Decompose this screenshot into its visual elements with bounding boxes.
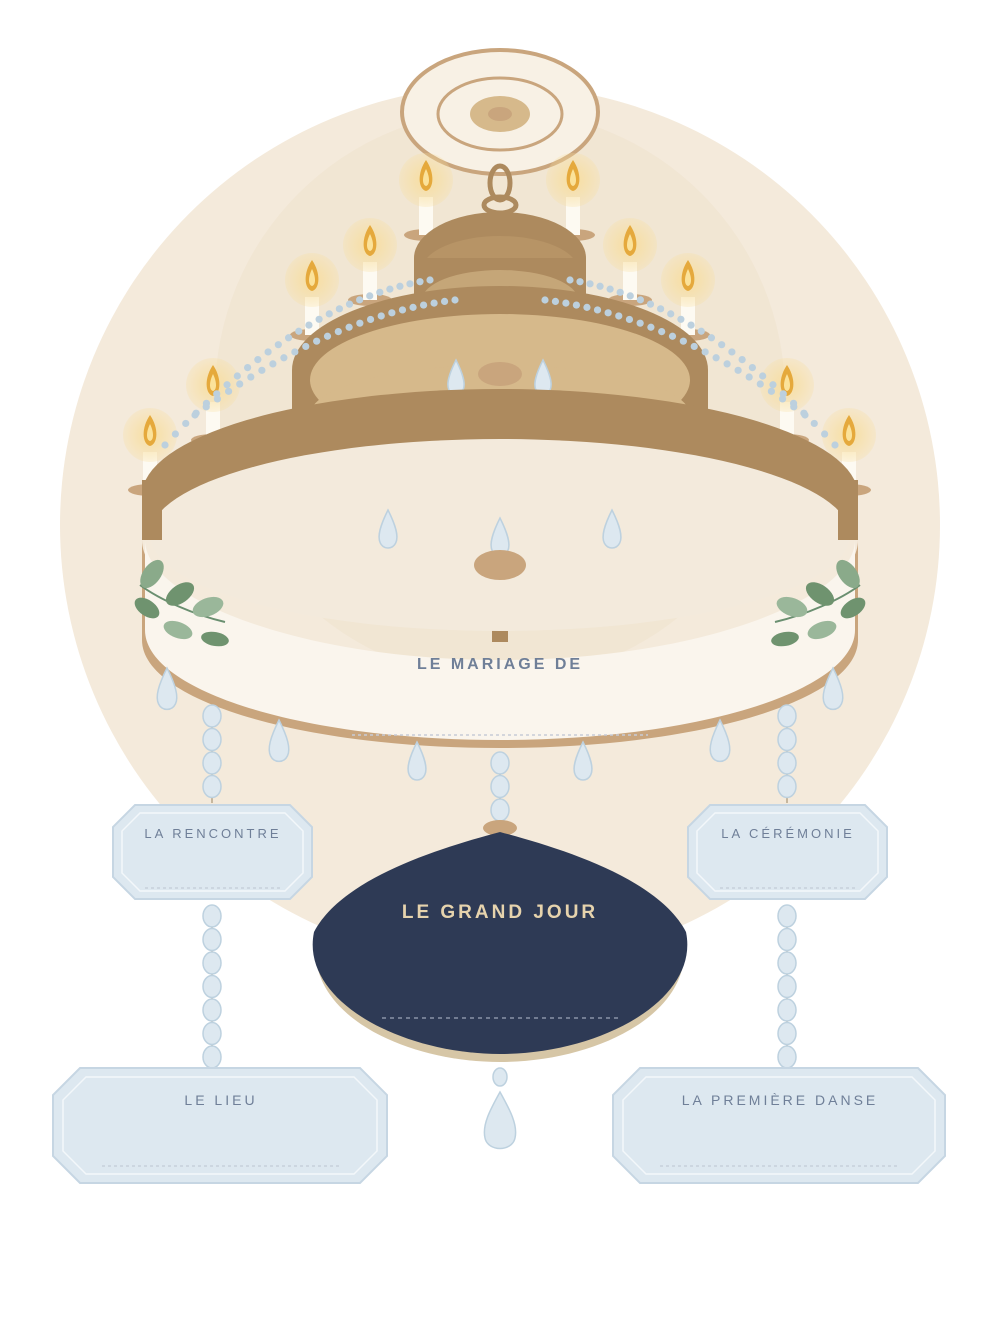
card-rencontre-title: LA RENCONTRE bbox=[144, 826, 281, 841]
card-lieu: LE LIEU bbox=[52, 1067, 388, 1184]
banner-title: LE MARIAGE DE bbox=[417, 656, 583, 673]
pearl-garlands bbox=[161, 276, 839, 449]
crystal-drop-icon bbox=[709, 718, 731, 763]
hook-ring bbox=[487, 163, 513, 203]
crystal-drop-icon bbox=[483, 1067, 517, 1150]
ribbon-band bbox=[142, 540, 858, 748]
crystal-drop-icon bbox=[573, 740, 593, 781]
leaf-icon bbox=[771, 559, 866, 647]
crystal-drop-icon bbox=[407, 740, 427, 781]
bead-chains bbox=[202, 704, 797, 1069]
crystal-drop-icon bbox=[156, 666, 178, 711]
card-lieu-title: LE LIEU bbox=[184, 1092, 257, 1108]
grand-jour-panel: LE GRAND JOUR bbox=[312, 820, 688, 1062]
ceiling-medallion-icon bbox=[400, 48, 600, 176]
crystal-drop-icon bbox=[822, 666, 844, 711]
card-ceremonie-title: LA CÉRÉMONIE bbox=[721, 826, 855, 841]
card-ceremonie: LA CÉRÉMONIE bbox=[687, 804, 888, 900]
card-premiere-danse: LA PREMIÈRE DANSE bbox=[612, 1067, 946, 1184]
card-premiere-danse-title: LA PREMIÈRE DANSE bbox=[682, 1092, 879, 1108]
crystal-drop-icon bbox=[602, 508, 622, 549]
grand-jour-title: LE GRAND JOUR bbox=[402, 902, 598, 923]
large-ring bbox=[142, 389, 858, 631]
crystal-drop-icon bbox=[268, 718, 290, 763]
leaf-icon bbox=[134, 559, 229, 647]
card-rencontre: LA RENCONTRE bbox=[112, 804, 313, 900]
crystal-drop-icon bbox=[378, 508, 398, 549]
